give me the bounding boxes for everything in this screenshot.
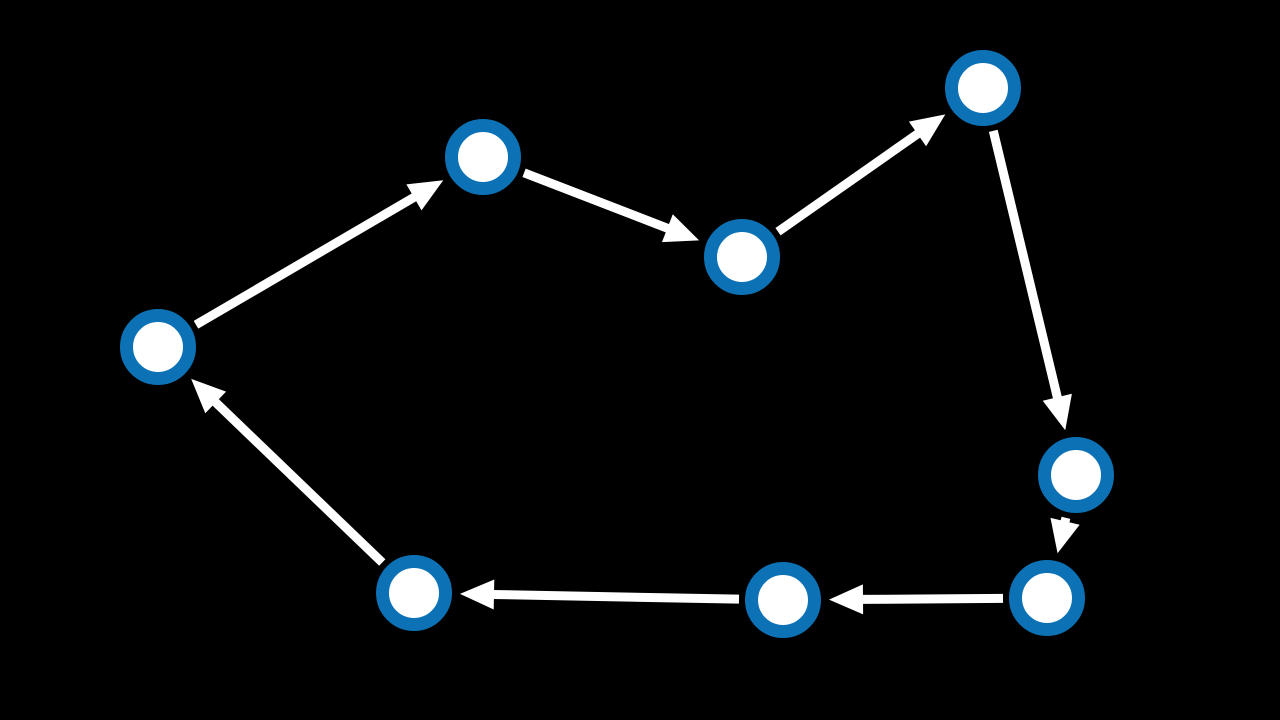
edge-shaft <box>491 589 740 604</box>
node-bottom-right[interactable] <box>1009 560 1085 636</box>
edge-top-right-to-right[interactable] <box>988 129 1072 431</box>
node-ring <box>945 50 1021 126</box>
node-ring <box>704 219 780 295</box>
node-left[interactable] <box>120 309 196 385</box>
edge-bottom-left-to-left[interactable] <box>191 378 386 566</box>
edge-right-to-bottom-right[interactable] <box>1050 516 1080 554</box>
edge-shaft <box>775 129 922 236</box>
arrowhead-icon <box>1050 517 1080 554</box>
node-ring <box>376 555 452 631</box>
arrowhead-icon <box>406 180 444 211</box>
edge-left-to-upper-left[interactable] <box>193 180 444 329</box>
node-ring <box>120 309 196 385</box>
edge-upper-left-to-upper-middle[interactable] <box>522 168 700 243</box>
edge-bottom-right-to-bottom-middle[interactable] <box>828 584 1004 615</box>
edge-shaft <box>522 168 671 234</box>
edge-shaft <box>211 397 386 566</box>
node-top-right[interactable] <box>945 50 1021 126</box>
node-ring <box>745 562 821 638</box>
node-ring <box>1038 437 1114 513</box>
arrowhead-icon <box>1042 393 1072 431</box>
edges-layer <box>191 114 1080 615</box>
node-ring <box>1009 560 1085 636</box>
edge-upper-middle-to-top-right[interactable] <box>775 114 946 236</box>
edge-bottom-middle-to-bottom-left[interactable] <box>459 579 740 610</box>
nodes-layer <box>120 50 1114 638</box>
node-upper-middle[interactable] <box>704 219 780 295</box>
arrowhead-icon <box>459 579 495 610</box>
arrowhead-icon <box>908 114 946 147</box>
node-bottom-left[interactable] <box>376 555 452 631</box>
node-bottom-middle[interactable] <box>745 562 821 638</box>
node-ring <box>445 119 521 195</box>
edge-shaft <box>860 593 1004 604</box>
arrowhead-icon <box>191 378 227 414</box>
arrowhead-icon <box>828 584 864 615</box>
node-upper-left[interactable] <box>445 119 521 195</box>
arrowhead-icon <box>661 214 700 243</box>
edge-shaft <box>193 192 418 329</box>
node-right[interactable] <box>1038 437 1114 513</box>
edge-shaft <box>988 129 1063 401</box>
